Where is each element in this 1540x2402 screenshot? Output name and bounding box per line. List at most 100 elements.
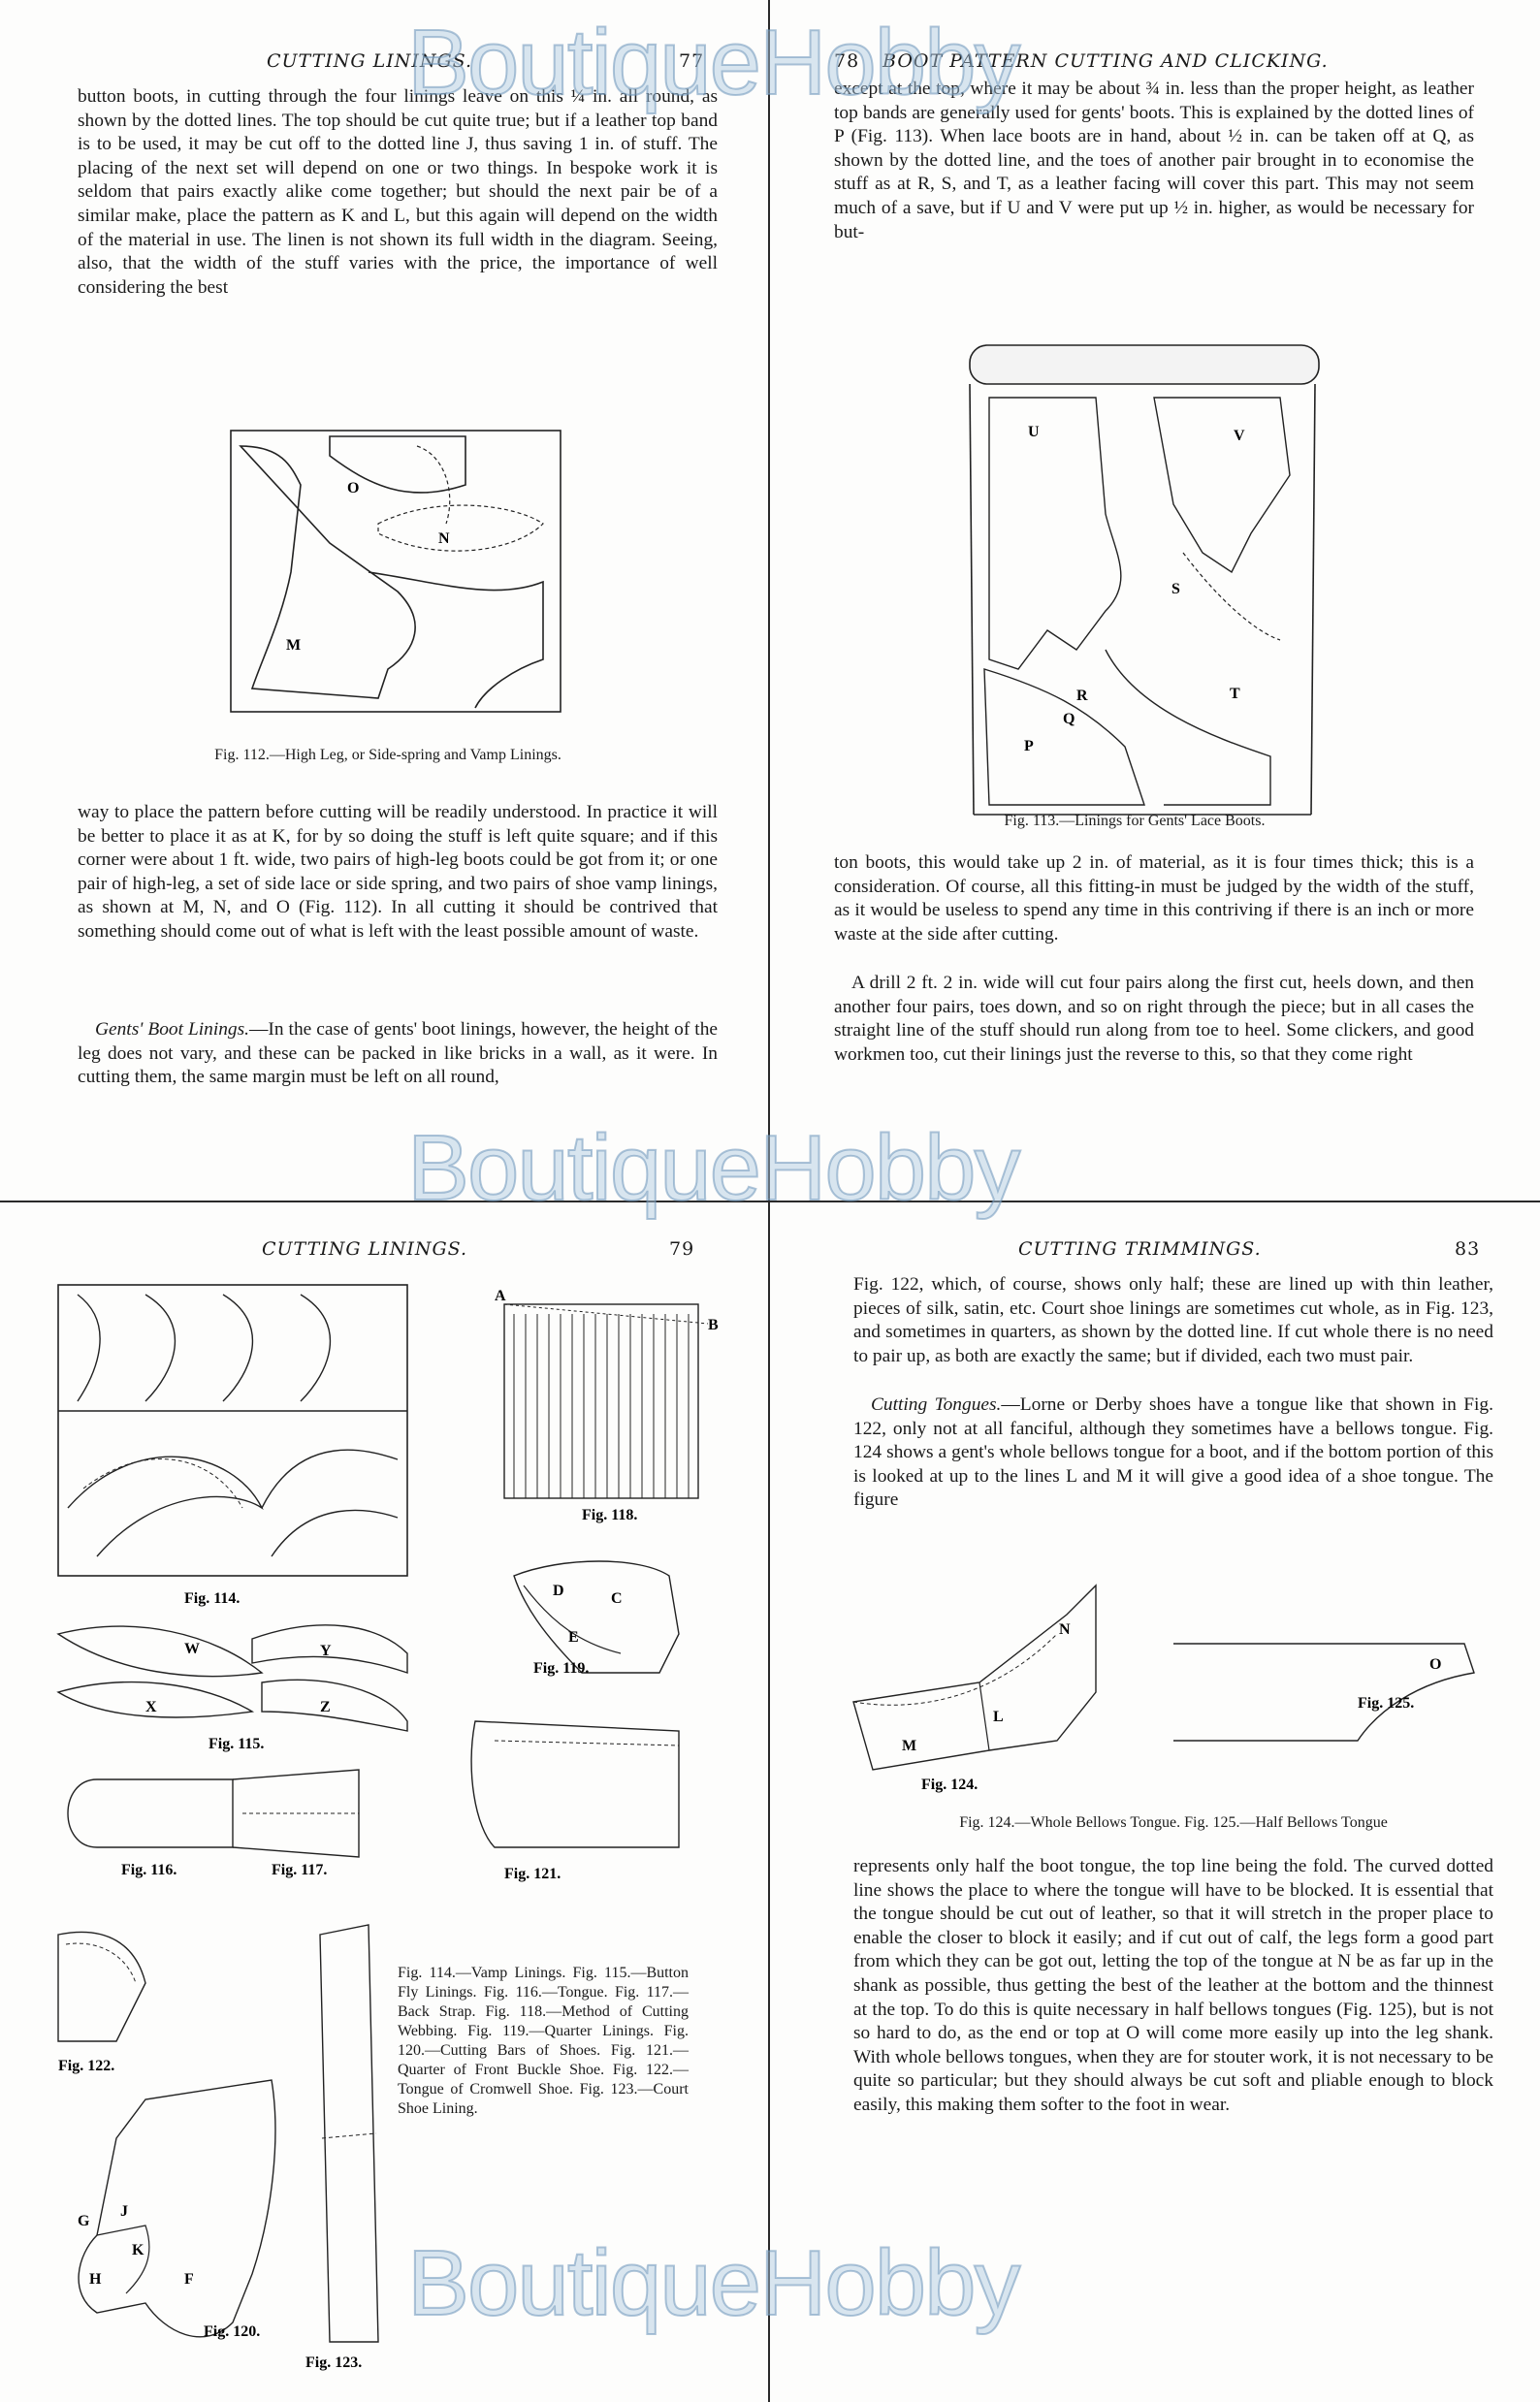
label-y: Y: [320, 1643, 332, 1659]
running-head: 78 BOOT PATTERN CUTTING AND CLICKING.: [815, 50, 1493, 76]
running-head: CUTTING LININGS. 79: [39, 1238, 747, 1264]
fig-115: W Y X Z Fig. 115.: [56, 1624, 408, 1752]
label-m: M: [286, 637, 301, 654]
fig-124-125: N L M Fig. 124. O Fig. 125.: [852, 1584, 1475, 1793]
label-j: J: [120, 2203, 128, 2220]
page-77: CUTTING LININGS. 77 button boots, in cut…: [58, 39, 737, 1183]
dotted-line: [1182, 552, 1281, 641]
label-d: D: [553, 1583, 564, 1599]
header-title: CUTTING TRIMMINGS.: [1018, 1238, 1262, 1260]
paragraph: button boots, in cutting through the fou…: [78, 86, 718, 298]
section-heading: Gents' Boot Linings.: [95, 1019, 250, 1040]
label-e: E: [568, 1629, 579, 1646]
label-t: T: [1230, 686, 1240, 702]
fabric-edge-left: [969, 383, 975, 816]
figure-legend: Fig. 114.—Vamp Linings. Fig. 115.—Button…: [398, 1965, 689, 2117]
page-number: 79: [669, 1238, 695, 1260]
watermark: BoutiqueHobby: [406, 2230, 1021, 2336]
label-o: O: [1429, 1656, 1441, 1673]
fig-122-label: Fig. 122.: [58, 2058, 114, 2074]
fig-114: Fig. 114.: [57, 1284, 408, 1607]
fig-114-label: Fig. 114.: [184, 1590, 240, 1607]
dotted-line: [416, 445, 451, 525]
page-79: CUTTING LININGS. 79 Fig. 114. W Y X: [39, 1227, 747, 2381]
pattern-p: [983, 668, 1145, 806]
label-z: Z: [320, 1699, 331, 1715]
fig-115-label: Fig. 115.: [209, 1736, 264, 1752]
page-number: 83: [1455, 1238, 1481, 1260]
label-k: K: [132, 2242, 144, 2258]
header-title: CUTTING LININGS.: [267, 50, 473, 72]
label-n: N: [438, 530, 450, 547]
label-c: C: [611, 1590, 623, 1607]
figure-caption: Fig. 124.—Whole Bellows Tongue. Fig. 125…: [959, 1814, 1388, 1831]
pattern-o: [329, 435, 466, 494]
label-m: M: [902, 1738, 916, 1754]
figure-caption: Fig. 113.—Linings for Gents' Lace Boots.: [1004, 813, 1266, 829]
fig-119: D C E Fig. 119.: [513, 1560, 680, 1677]
label-l: L: [993, 1709, 1004, 1725]
paragraph: Fig. 122, which, of course, shows only h…: [853, 1274, 1493, 1366]
fig-123-label: Fig. 123.: [305, 2354, 362, 2371]
pattern-t: [1105, 649, 1271, 806]
paragraph: except at the top, where it may be about…: [834, 79, 1474, 242]
fig-124: N L M Fig. 124.: [852, 1584, 1097, 1793]
fabric-outline: [230, 430, 561, 713]
fig-117-label: Fig. 117.: [272, 1862, 327, 1878]
figures-114-123: Fig. 114. W Y X Z Fig. 115. Fig. 116. F: [56, 1284, 719, 2371]
fig-125-label: Fig. 125.: [1358, 1695, 1414, 1712]
label-u: U: [1028, 424, 1040, 440]
label-w: W: [184, 1641, 200, 1657]
paragraph: way to place the pattern before cutting …: [78, 802, 718, 942]
pattern-vamp: [368, 571, 544, 709]
label-g: G: [78, 2213, 90, 2229]
section-heading: Cutting Tongues.: [871, 1394, 1002, 1415]
label-p: P: [1024, 738, 1034, 754]
watermark: BoutiqueHobby: [406, 1115, 1021, 1221]
page-number: 78: [834, 50, 860, 72]
page-78: 78 BOOT PATTERN CUTTING AND CLICKING. ex…: [815, 39, 1493, 1183]
label-a: A: [495, 1288, 506, 1304]
paragraph: ton boots, this would take up 2 in. of m…: [834, 852, 1474, 945]
page-83: CUTTING TRIMMINGS. 83 Fig. 122, which, o…: [834, 1227, 1513, 2381]
fabric-edge-right: [1310, 383, 1316, 816]
fig-118: A B Fig. 118.: [495, 1288, 719, 1523]
fabric-roll: [969, 344, 1320, 385]
fig-120: G J K H F Fig. 120.: [78, 2079, 276, 2340]
fig-123: Fig. 123.: [305, 1924, 379, 2371]
label-r: R: [1076, 688, 1088, 704]
fig-112-diagram: O N M: [230, 430, 561, 713]
label-v: V: [1234, 428, 1245, 444]
fig-116-117: Fig. 116. Fig. 117.: [67, 1769, 360, 1878]
pattern-u: [988, 397, 1122, 670]
running-head: CUTTING TRIMMINGS. 83: [834, 1238, 1513, 1264]
fig-124-label: Fig. 124.: [921, 1777, 978, 1793]
paragraph-body: —In the case of gents' boot linings, how…: [78, 1019, 718, 1088]
pattern-m: [239, 445, 416, 699]
label-n: N: [1059, 1621, 1071, 1638]
paragraph-gents-linings: Gents' Boot Linings.—In the case of gent…: [78, 1018, 718, 1090]
label-s: S: [1171, 581, 1180, 597]
page-divider-horizontal: [0, 1201, 1540, 1202]
label-x: X: [145, 1699, 157, 1715]
page-number: 77: [679, 50, 705, 72]
label-o: O: [347, 480, 359, 496]
label-f: F: [184, 2271, 194, 2288]
fig-116-label: Fig. 116.: [121, 1862, 176, 1878]
paragraph: A drill 2 ft. 2 in. wide will cut four p…: [834, 973, 1474, 1065]
running-head: CUTTING LININGS. 77: [58, 50, 737, 76]
pattern-n: [377, 504, 544, 552]
paragraph-body: —Lorne or Derby shoes have a tongue like…: [853, 1394, 1493, 1511]
figure-caption: Fig. 112.—High Leg, or Side-spring and V…: [214, 747, 561, 763]
fig-125: O Fig. 125.: [1173, 1643, 1475, 1742]
header-title: BOOT PATTERN CUTTING AND CLICKING.: [882, 50, 1329, 72]
pattern-v: [1153, 397, 1291, 574]
fig-113-diagram: U V S R Q T P: [969, 344, 1320, 816]
fig-121-label: Fig. 121.: [504, 1866, 561, 1882]
paragraph-cutting-tongues: Cutting Tongues.—Lorne or Derby shoes ha…: [853, 1393, 1493, 1513]
fig-121: Fig. 121.: [470, 1720, 680, 1882]
fig-118-label: Fig. 118.: [582, 1507, 637, 1523]
paragraph: represents only half the boot tongue, th…: [853, 1856, 1493, 2115]
label-h: H: [89, 2271, 102, 2288]
